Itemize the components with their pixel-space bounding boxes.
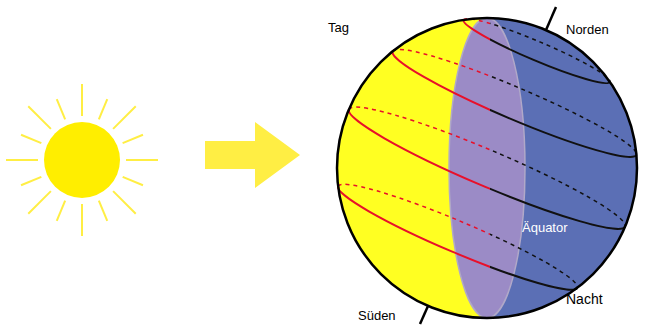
- north-label: Norden: [566, 22, 609, 37]
- globe-fill: [337, 18, 637, 318]
- light-arrow: [205, 122, 300, 188]
- south-label: Süden: [358, 308, 396, 323]
- north-axis: [546, 7, 556, 30]
- sun: [44, 122, 120, 198]
- equator-label: Äquator: [522, 220, 568, 235]
- night-label: Nacht: [566, 292, 603, 307]
- sun-rays: [6, 84, 158, 236]
- globe-outline: [337, 18, 637, 318]
- south-axis: [420, 306, 428, 324]
- day-label: Tag: [328, 20, 349, 35]
